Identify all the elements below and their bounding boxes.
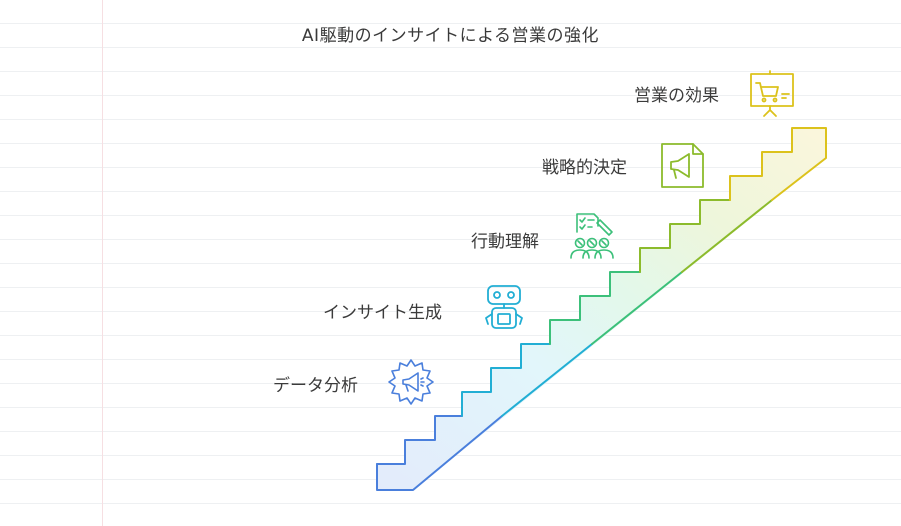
stairs-base-data-analysis (376, 415, 503, 491)
diagram-title: AI駆動のインサイトによる営業の強化 (301, 26, 600, 46)
margin-line (102, 0, 103, 526)
stairs-slope-strategy (681, 199, 773, 273)
stairs-segment-data-analysis (376, 415, 463, 465)
step-label-behavior-understanding: 行動理解 (471, 232, 539, 252)
cart-presentation-icon (748, 70, 796, 118)
stairs-slope-insight (501, 343, 593, 417)
stairs-segment-insight (461, 343, 551, 417)
staircase-fill (377, 128, 826, 490)
robot-icon (480, 284, 528, 332)
stairs-slope-behavior (591, 271, 683, 345)
step-label-sales-effect: 営業の効果 (634, 86, 719, 106)
team-checklist-icon (568, 212, 616, 260)
step-label-insight-generation: インサイト生成 (323, 303, 442, 323)
stairs-segment-behavior (549, 271, 641, 345)
step-label-data-analysis: データ分析 (273, 376, 358, 396)
gear-megaphone-icon (387, 357, 435, 405)
step-label-strategic-decision: 戦略的決定 (542, 158, 627, 178)
stairs-segment-sales-effect (729, 127, 827, 201)
megaphone-document-icon (659, 141, 707, 189)
stairs-segment-strategy (639, 199, 731, 273)
